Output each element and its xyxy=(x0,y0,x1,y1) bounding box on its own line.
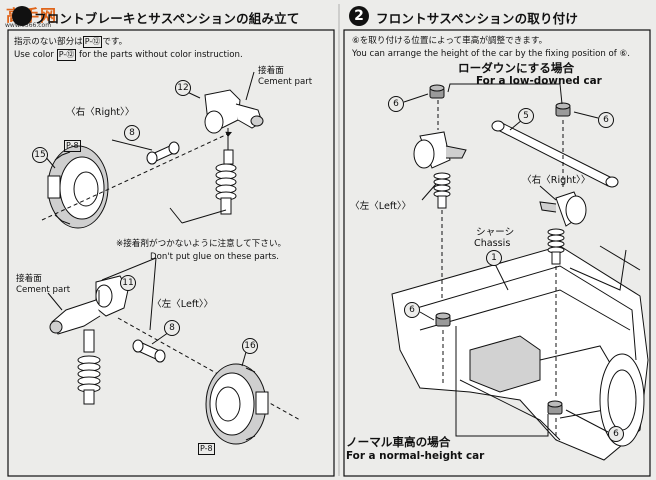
paint-ref-a: P-8 xyxy=(64,140,81,152)
cement-part-label-jp-2: 接着面 xyxy=(16,274,42,284)
chassis-label-jp: シャーシ xyxy=(476,227,515,238)
part-number-5: 5 xyxy=(518,108,534,124)
low-down-label-jp: ローダウンにする場合 xyxy=(458,61,575,75)
part-number-8-right: 8 xyxy=(124,125,140,141)
cement-part-label-en-1: Cement part xyxy=(258,77,313,87)
step2-number-badge: 2 xyxy=(349,6,369,26)
step1-panel-border xyxy=(7,29,335,477)
low-down-label-en: For a low-downed car xyxy=(476,75,602,87)
chassis-label-en: Chassis xyxy=(474,238,511,249)
normal-height-label-en: For a normal-height car xyxy=(346,450,485,462)
cement-part-label-en-2: Cement part xyxy=(16,285,71,295)
height-instruction-en: You can arrange the height of the car by… xyxy=(352,49,630,59)
part-number-1: 1 xyxy=(486,250,502,266)
part-number-6-top-left: 6 xyxy=(388,96,404,112)
glue-warning-jp: ※接着剤がつかないように注意して下さい。 xyxy=(116,239,287,249)
right-side-label-2: 〈右〈Right〉〉 xyxy=(522,175,591,186)
glue-warning-en: Don't put glue on these parts. xyxy=(150,252,279,262)
part-number-11: 11 xyxy=(120,275,136,291)
part-number-16: 16 xyxy=(242,338,258,354)
step1-title: フロントブレーキとサスペンションの組み立て xyxy=(34,11,300,26)
paint-ref-b: P-8 xyxy=(198,443,215,455)
part-number-6-bottom-right: 6 xyxy=(608,426,624,442)
part-number-12: 12 xyxy=(175,80,191,96)
part-number-8-left: 8 xyxy=(164,320,180,336)
part-number-6-bottom-left: 6 xyxy=(404,302,420,318)
color-instruction-en: Use color P-⑫ for the parts without colo… xyxy=(14,49,243,61)
part-number-6-top-right: 6 xyxy=(598,112,614,128)
cement-part-label-jp-1: 接着面 xyxy=(258,66,284,76)
part-number-15: 15 xyxy=(32,147,48,163)
normal-height-label-jp: ノーマル車高の場合 xyxy=(346,435,451,449)
right-side-label: 〈右〈Right〉〉 xyxy=(66,107,135,118)
step2-panel-border xyxy=(343,29,651,477)
step2-title: フロントサスペンションの取り付け xyxy=(376,11,579,26)
step1-number-badge xyxy=(12,6,32,26)
height-instruction-jp: ⑥を取り付ける位置によって車高が調整できます。 xyxy=(352,36,548,46)
right-brake-assembly xyxy=(41,71,264,229)
left-brake-assembly xyxy=(47,257,301,445)
logo-url: www.0566.com xyxy=(5,22,52,29)
left-side-label: 〈左〈Left〉〉 xyxy=(152,299,214,310)
chassis-drawing xyxy=(391,83,649,461)
left-side-label-2: 〈左〈Left〉〉 xyxy=(350,201,412,212)
